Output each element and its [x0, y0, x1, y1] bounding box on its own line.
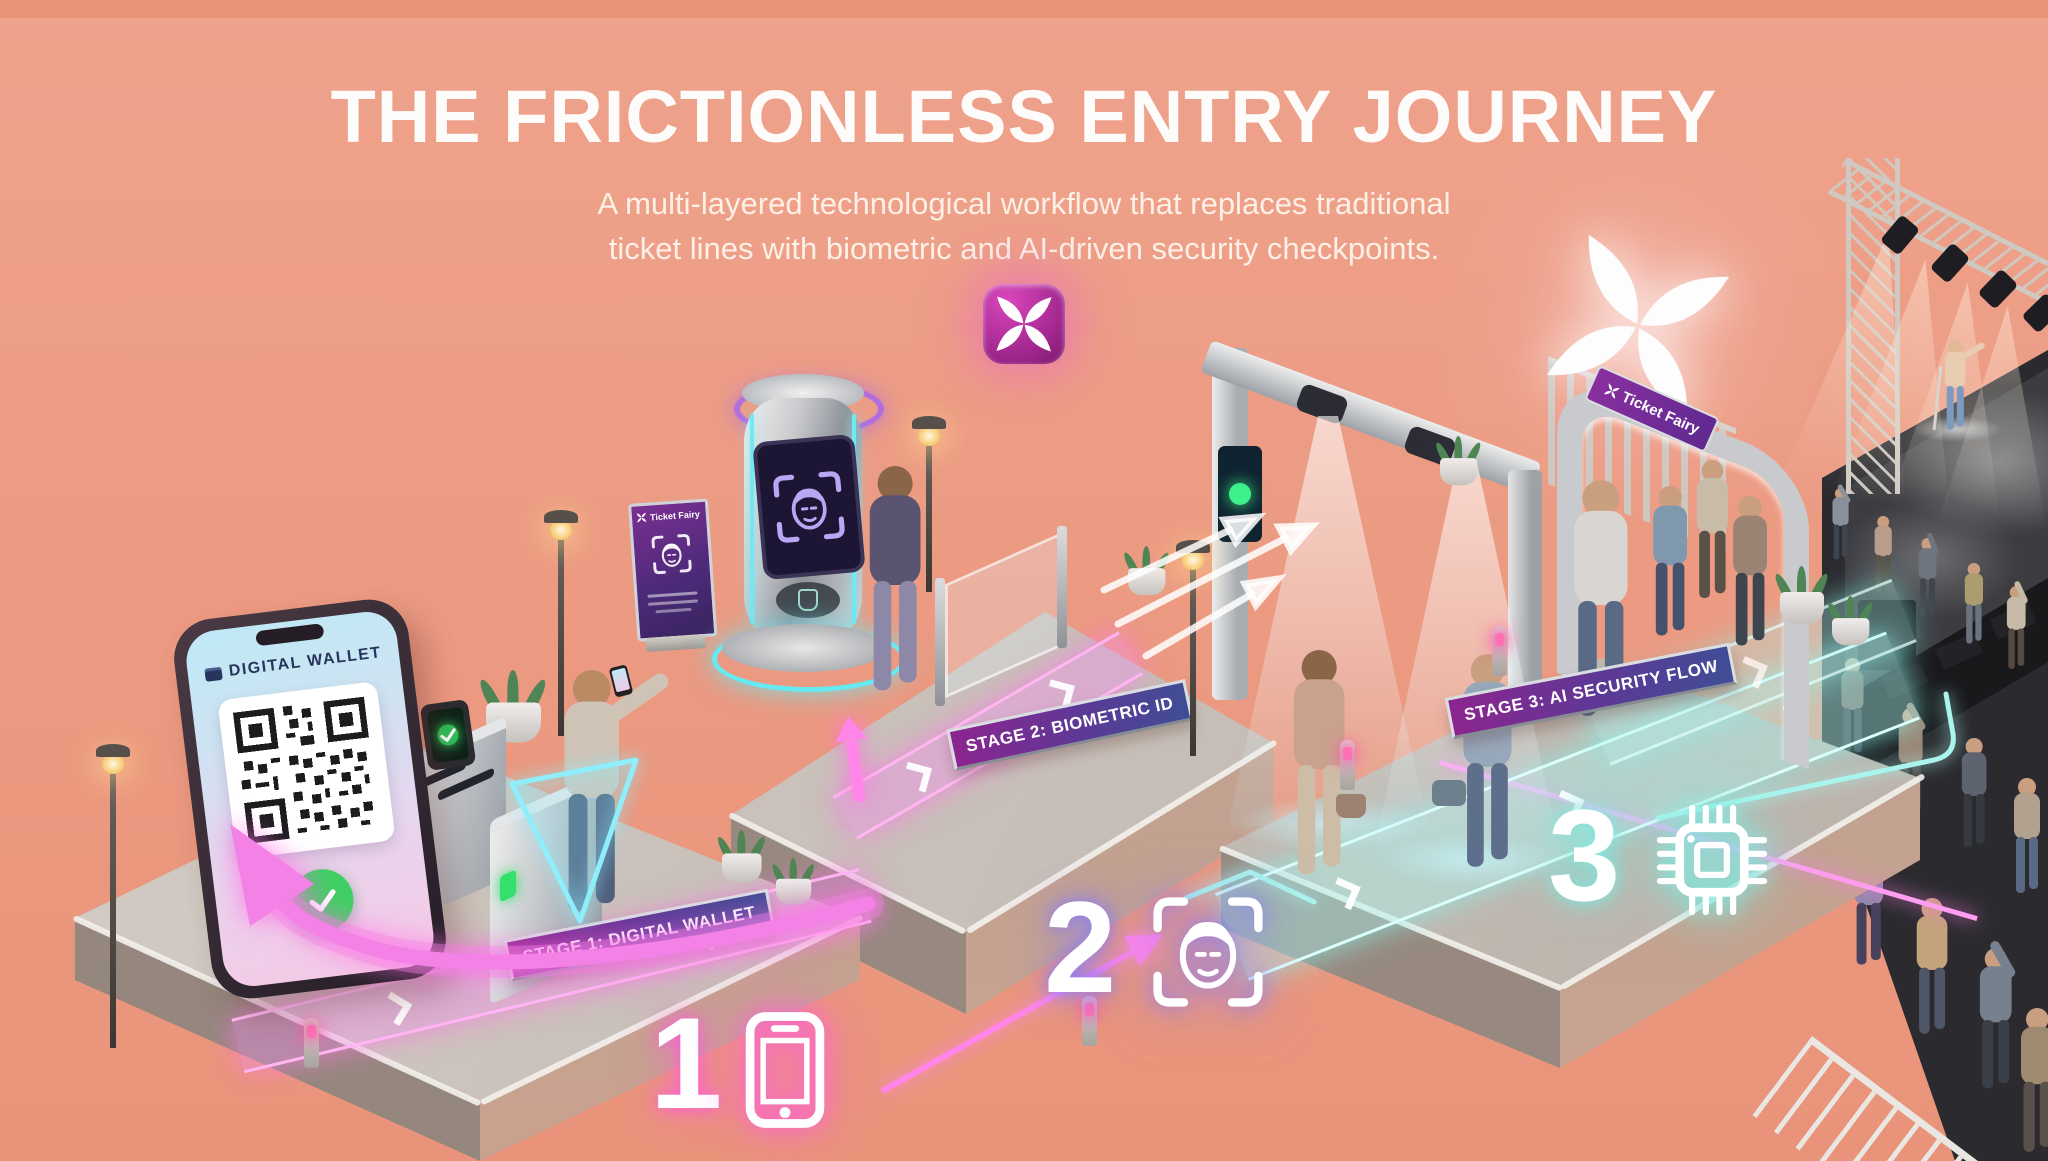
page-title: THE FRICTIONLESS ENTRY JOURNEY — [330, 75, 1718, 158]
crowd-person — [1830, 483, 1852, 561]
subtitle-line-1: A multi-layered technological workflow t… — [597, 186, 1451, 221]
gate-post — [935, 578, 945, 706]
crowd-person — [2010, 778, 2044, 896]
scanner-screen — [426, 706, 470, 764]
attendee-stage1 — [556, 670, 672, 918]
crowd-person — [1962, 563, 1986, 646]
arch-attendee — [1692, 460, 1733, 602]
crowd-person — [1958, 738, 1990, 850]
step3-number: 3 — [1548, 782, 1621, 928]
crowd-person — [1912, 898, 1952, 1037]
crowd-person — [2004, 580, 2029, 671]
butterfly-icon — [992, 292, 1056, 356]
kiosk-badge-panel — [776, 582, 840, 618]
crowd-person — [1975, 939, 2018, 1092]
bollard-light — [1492, 626, 1507, 676]
crowd-person — [1916, 532, 1940, 618]
platform-2: Ticket Fairy — [0, 18, 2048, 1161]
qr-code — [233, 697, 380, 844]
attendee-stage2 — [862, 466, 928, 696]
smartphone-icon — [740, 1010, 830, 1130]
kiosk-base — [722, 624, 886, 672]
crowd-person — [1872, 516, 1894, 594]
green-status-light — [1229, 483, 1251, 505]
arch-attendee — [1648, 486, 1692, 639]
ai-chip-icon — [1650, 798, 1774, 922]
qr-card — [217, 681, 396, 860]
subtitle-line-2: ticket lines with biometric and AI-drive… — [608, 231, 1440, 266]
duffel-bag — [1432, 780, 1466, 806]
step2-number: 2 — [1044, 874, 1117, 1020]
checkmark-icon — [298, 876, 347, 925]
concert-zone — [0, 18, 2048, 1161]
bollard-light — [304, 1018, 319, 1068]
page-subtitle: A multi-layered technological workflow t… — [0, 181, 2048, 271]
bollard-light — [1340, 740, 1355, 790]
wallet-icon — [204, 666, 223, 682]
ticket-fairy-app-icon — [983, 284, 1065, 364]
performer — [1942, 340, 1986, 432]
gate-scanner-tablet — [419, 698, 477, 772]
step1-number: 1 — [650, 990, 723, 1136]
face-scan-icon — [1148, 892, 1268, 1012]
path-chevron-icon — [377, 991, 412, 1026]
scanned-attendee — [1286, 650, 1352, 880]
gate-scanner-glyph — [500, 869, 516, 903]
gate-post — [1057, 526, 1067, 648]
ticket-fairy-arch: Ticket Fairy — [0, 18, 2048, 1161]
badge-icon — [798, 589, 818, 611]
wallet-phone: DIGITAL WALLET — [169, 595, 451, 1003]
crowd-person — [2016, 1008, 2048, 1156]
green-checkmark-icon — [437, 724, 459, 746]
kiosk-neon-edge — [750, 414, 754, 624]
arch-attendee — [1728, 496, 1772, 649]
handbag — [1336, 794, 1366, 818]
infographic-scene: Ticket Fairy — [0, 18, 2048, 1161]
